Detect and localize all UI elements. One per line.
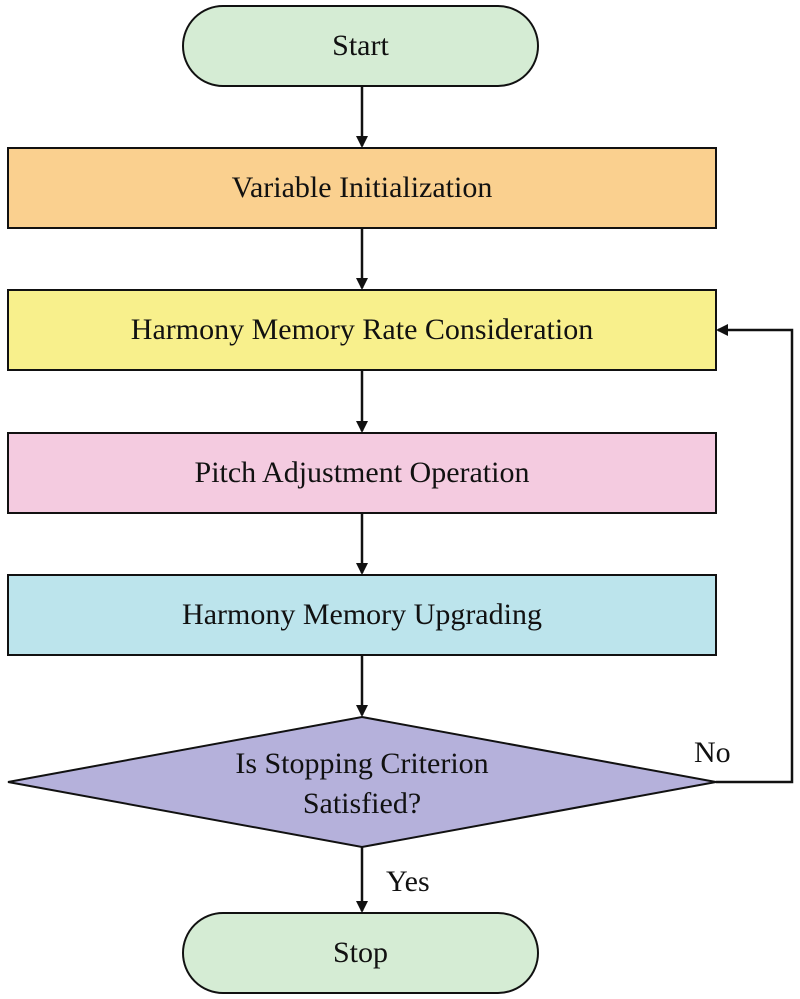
start-label: Start <box>332 29 389 62</box>
harmony-memory-rate-box <box>7 289 717 371</box>
variable-initialization-box <box>7 147 717 229</box>
harmony-memory-upgrading-label: Harmony Memory Upgrading <box>182 598 542 631</box>
start-terminal <box>182 5 539 87</box>
pitch-adjustment-box <box>7 432 717 514</box>
arrow-no-loop-back <box>716 324 794 784</box>
yes-edge-label: Yes <box>386 865 430 898</box>
variable-initialization-label: Variable Initialization <box>231 171 493 204</box>
stopping-criterion-label: Is Stopping Criterion Satisfied? <box>235 747 489 820</box>
pitch-adjustment-label: Pitch Adjustment Operation <box>194 456 530 489</box>
harmony-memory-rate-label: Harmony Memory Rate Consideration <box>130 313 594 346</box>
stop-terminal <box>182 912 539 994</box>
stop-label: Stop <box>332 936 389 969</box>
no-edge-label: No <box>694 736 731 769</box>
